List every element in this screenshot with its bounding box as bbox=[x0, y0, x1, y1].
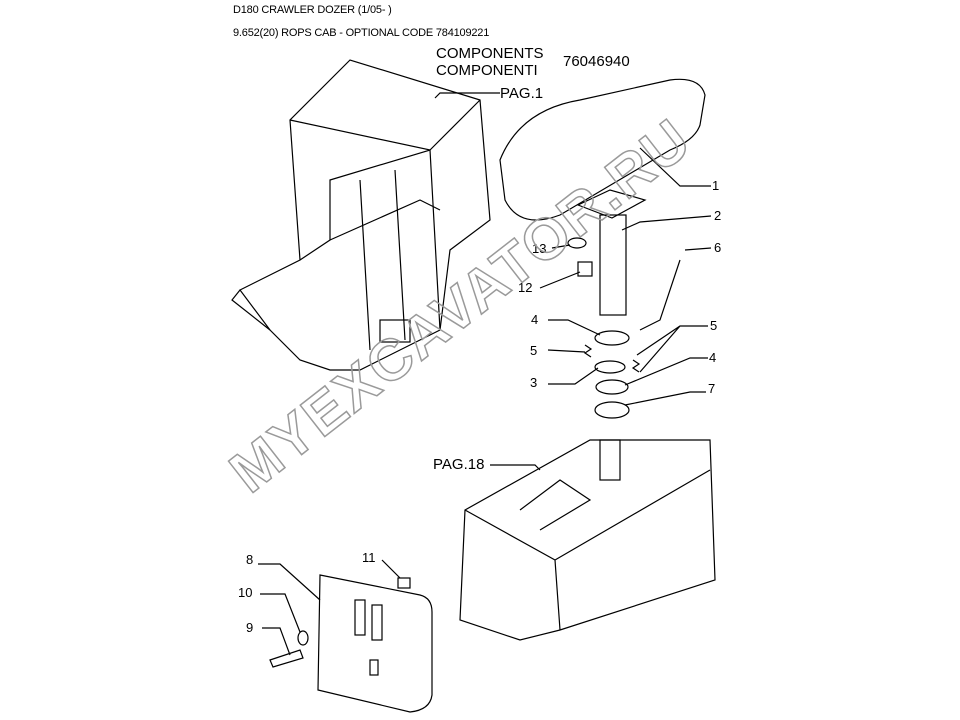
title-components: COMPONENTS bbox=[436, 45, 544, 62]
watermark: MYEXCAVATOR.RU bbox=[218, 106, 703, 505]
callout-1: 1 bbox=[712, 178, 719, 193]
callout-4: 4 bbox=[709, 350, 716, 365]
title-componenti: COMPONENTI bbox=[436, 62, 538, 79]
callout-11: 11 bbox=[362, 550, 376, 565]
armrest-cushion bbox=[499, 78, 706, 221]
armrest-post bbox=[576, 189, 647, 316]
side-panel-drawing bbox=[317, 574, 433, 713]
callout-13: 13 bbox=[532, 241, 546, 256]
callout-7: 7 bbox=[708, 381, 715, 396]
part-number: 76046940 bbox=[563, 53, 630, 70]
section-title: 9.652(20) ROPS CAB - OPTIONAL CODE 78410… bbox=[233, 27, 490, 39]
callout-5: 5 bbox=[710, 318, 717, 333]
callout-3: 3 bbox=[530, 375, 537, 390]
callout-10: 10 bbox=[238, 585, 252, 600]
page-ref-1[interactable]: PAG.1 bbox=[500, 85, 543, 102]
callout-8: 8 bbox=[246, 552, 253, 567]
page-ref-18[interactable]: PAG.18 bbox=[433, 456, 484, 473]
callout-4: 4 bbox=[531, 312, 538, 327]
callout-9: 9 bbox=[246, 620, 253, 635]
rops-cab-drawing bbox=[231, 59, 491, 371]
callout-5: 5 bbox=[530, 343, 537, 358]
callout-6: 6 bbox=[714, 240, 721, 255]
model-title: D180 CRAWLER DOZER (1/05- ) bbox=[233, 4, 392, 16]
callout-2: 2 bbox=[714, 208, 721, 223]
callout-12: 12 bbox=[518, 280, 532, 295]
console-box-drawing bbox=[459, 439, 716, 641]
